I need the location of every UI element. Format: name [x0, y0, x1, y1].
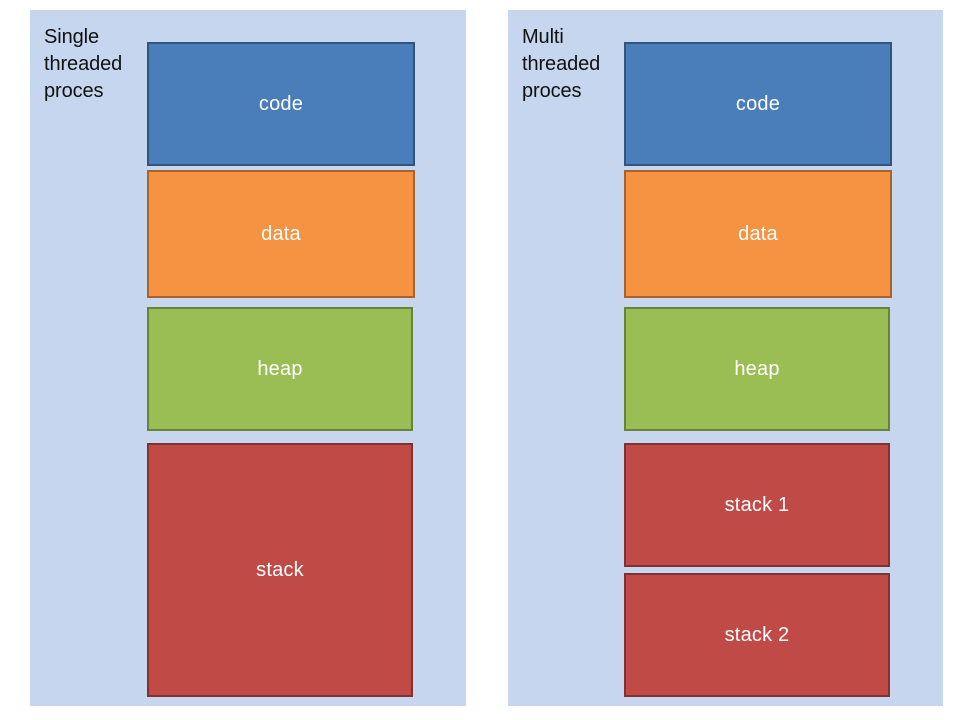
memory-segment-label: heap — [257, 358, 303, 380]
multi-threaded-process-panel: Multi threaded proces code data heap sta… — [508, 10, 943, 706]
memory-segment-label: stack 1 — [724, 494, 790, 516]
memory-segment-label: stack — [256, 559, 304, 581]
memory-segment-heap-multi: heap — [624, 307, 890, 431]
memory-segment-label: data — [738, 223, 778, 245]
memory-segment-label: stack 2 — [724, 624, 790, 646]
memory-segment-heap-single: heap — [147, 307, 413, 431]
single-threaded-process-panel: Single threaded proces code data heap st… — [30, 10, 466, 706]
memory-segment-label: data — [261, 223, 301, 245]
memory-segment-code-single: code — [147, 42, 415, 166]
memory-segment-stack-single: stack — [147, 443, 413, 697]
multi-threaded-process-title: Multi threaded proces — [522, 26, 601, 102]
memory-segment-data-multi: data — [624, 170, 892, 298]
memory-segment-label: code — [735, 93, 781, 115]
memory-segment-label: heap — [734, 358, 780, 380]
memory-segment-stack-2-multi: stack 2 — [624, 573, 890, 697]
memory-segment-label: code — [258, 93, 304, 115]
memory-segment-stack-1-multi: stack 1 — [624, 443, 890, 567]
memory-segment-data-single: data — [147, 170, 415, 298]
single-threaded-process-title: Single threaded proces — [44, 26, 123, 102]
memory-segment-code-multi: code — [624, 42, 892, 166]
